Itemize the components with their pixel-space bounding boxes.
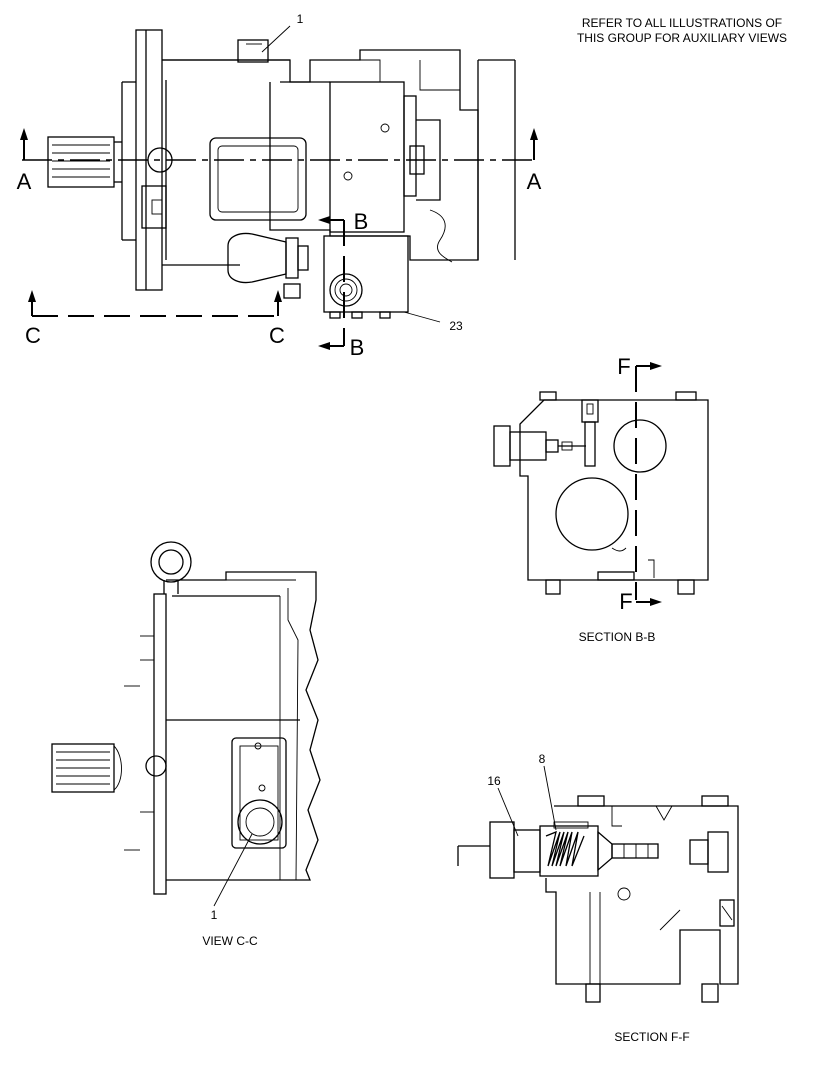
section-b-b-caption: SECTION B-B <box>579 630 656 644</box>
section-b-b-view: F F SECTION B-B <box>493 354 709 644</box>
view-line-c-c: C C <box>25 290 285 348</box>
splined-shaft <box>47 136 122 188</box>
section-letter-b-top: B <box>354 209 369 234</box>
view-letter-c-right: C <box>269 323 285 348</box>
section-f-f-view: 16 8 SECTION F-F <box>457 752 739 1044</box>
section-line-a-a: A A <box>17 128 542 194</box>
note-line-1: REFER TO ALL ILLUSTRATIONS OF <box>582 16 782 30</box>
callout-part-1-main: 1 <box>261 12 304 53</box>
section-letter-f-top: F <box>617 354 630 379</box>
auxiliary-views-note: REFER TO ALL ILLUSTRATIONS OF THIS GROUP… <box>577 16 787 45</box>
view-c-c: 1 VIEW C-C <box>51 541 321 948</box>
view-c-c-caption: VIEW C-C <box>202 934 258 948</box>
note-line-2: THIS GROUP FOR AUXILIARY VIEWS <box>577 31 787 45</box>
callout-label-8: 8 <box>539 752 546 766</box>
main-assembly-view: A A B B C C 1 23 <box>17 12 542 360</box>
callout-label-16: 16 <box>487 774 501 788</box>
callout-label-23: 23 <box>449 319 463 333</box>
callout-label-1: 1 <box>297 12 304 26</box>
callout-part-23: 23 <box>403 311 463 333</box>
section-letter-f-bottom: F <box>619 589 632 614</box>
control-block <box>283 235 409 319</box>
view-letter-c-left: C <box>25 323 41 348</box>
solenoid-fitting <box>227 232 309 284</box>
section-letter-a-right: A <box>527 169 542 194</box>
callout-label-1-view-cc: 1 <box>211 908 218 922</box>
pump-housing <box>162 39 516 263</box>
section-line-b-b: B B <box>318 209 368 360</box>
section-letter-a-left: A <box>17 169 32 194</box>
section-f-f-caption: SECTION F-F <box>614 1030 689 1044</box>
section-letter-b-bottom: B <box>350 335 365 360</box>
